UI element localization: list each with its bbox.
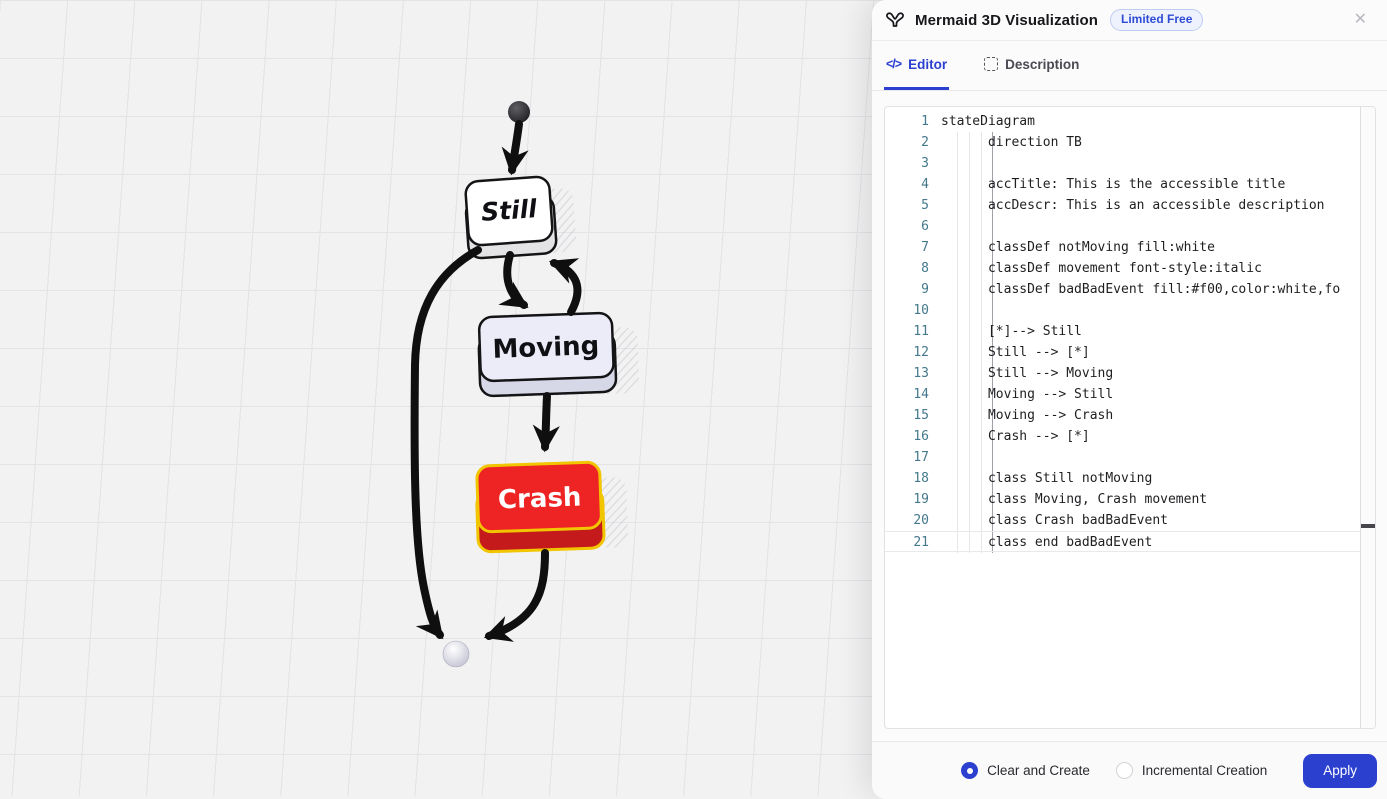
option-clear-and-create[interactable]: Clear and Create [961, 762, 1090, 779]
line-code: Moving --> Still [941, 384, 1113, 405]
line-number: 15 [885, 405, 929, 426]
still-label: Still [480, 194, 538, 227]
line-number: 1 [885, 111, 929, 132]
code-line[interactable]: 2 direction TB [885, 132, 1361, 153]
edge-crash-to-end [489, 553, 545, 636]
line-number: 13 [885, 363, 929, 384]
code-line[interactable]: 7 classDef notMoving fill:white [885, 237, 1361, 258]
line-code: classDef movement font-style:italic [941, 258, 1262, 279]
tab-editor-label: Editor [908, 57, 947, 72]
code-line[interactable]: 20 class Crash badBadEvent [885, 510, 1361, 531]
line-number: 12 [885, 342, 929, 363]
line-code: class Moving, Crash movement [941, 489, 1207, 510]
description-frame-icon [984, 57, 998, 71]
line-number: 16 [885, 426, 929, 447]
line-number: 18 [885, 468, 929, 489]
code-line[interactable]: 14 Moving --> Still [885, 384, 1361, 405]
line-code: Moving --> Crash [941, 405, 1113, 426]
editor-scrollbar-thumb[interactable] [1361, 524, 1375, 528]
panel-header: Mermaid 3D Visualization Limited Free ✕ [872, 0, 1387, 41]
page-title: Mermaid 3D Visualization [915, 12, 1098, 29]
code-line[interactable]: 21 class end badBadEvent [885, 531, 1361, 552]
apply-button[interactable]: Apply [1303, 754, 1377, 788]
edge-still-to-end [415, 250, 478, 635]
code-lines: 1 stateDiagram 2 direction TB 3 4 accTit… [885, 111, 1361, 552]
tab-editor[interactable]: </> Editor [884, 41, 949, 90]
state-node-moving[interactable]: Moving [478, 312, 640, 398]
option-incremental-creation[interactable]: Incremental Creation [1116, 762, 1267, 779]
line-number: 17 [885, 447, 929, 468]
code-line[interactable]: 1 stateDiagram [885, 111, 1361, 132]
code-editor[interactable]: 1 stateDiagram 2 direction TB 3 4 accTit… [884, 106, 1376, 729]
line-number: 11 [885, 321, 929, 342]
radio-incremental-label: Incremental Creation [1142, 763, 1267, 778]
line-code: stateDiagram [941, 111, 1035, 132]
code-line[interactable]: 13 Still --> Moving [885, 363, 1361, 384]
line-code: classDef notMoving fill:white [941, 237, 1215, 258]
line-number: 9 [885, 279, 929, 300]
line-code: class end badBadEvent [941, 532, 1152, 551]
line-code: Still --> Moving [941, 363, 1113, 384]
line-number: 20 [885, 510, 929, 531]
moving-label: Moving [492, 331, 600, 365]
mermaid-logo-icon [884, 9, 906, 31]
line-number: 6 [885, 216, 929, 237]
line-number: 3 [885, 153, 929, 174]
initial-state-node[interactable] [508, 101, 530, 123]
edge-start-to-still [512, 124, 519, 170]
line-number: 10 [885, 300, 929, 321]
radio-clear-label: Clear and Create [987, 763, 1090, 778]
code-line[interactable]: 19 class Moving, Crash movement [885, 489, 1361, 510]
code-line[interactable]: 4 accTitle: This is the accessible title [885, 174, 1361, 195]
line-number: 2 [885, 132, 929, 153]
line-code: classDef badBadEvent fill:#f00,color:whi… [941, 279, 1340, 300]
line-code: accTitle: This is the accessible title [941, 174, 1285, 195]
code-line[interactable]: 17 [885, 447, 1361, 468]
line-code: [*]--> Still [941, 321, 1082, 342]
editor-scrollbar-track[interactable] [1360, 107, 1375, 728]
line-number: 14 [885, 384, 929, 405]
state-node-crash[interactable]: Crash [476, 461, 629, 552]
code-line[interactable]: 11 [*]--> Still [885, 321, 1361, 342]
state-diagram-3d: Still Moving Crash [0, 0, 872, 796]
tab-description[interactable]: Description [982, 41, 1081, 90]
line-number: 4 [885, 174, 929, 195]
code-line[interactable]: 3 [885, 153, 1361, 174]
line-code: accDescr: This is an accessible descript… [941, 195, 1325, 216]
code-line[interactable]: 9 classDef badBadEvent fill:#f00,color:w… [885, 279, 1361, 300]
action-bar: Clear and Create Incremental Creation Ap… [872, 741, 1387, 799]
edge-moving-to-still [554, 263, 577, 312]
line-number: 7 [885, 237, 929, 258]
line-code: class Crash badBadEvent [941, 510, 1168, 531]
line-number: 5 [885, 195, 929, 216]
final-state-node[interactable] [443, 641, 469, 667]
line-number: 19 [885, 489, 929, 510]
radio-clear-and-create[interactable] [961, 762, 978, 779]
line-code: Crash --> [*] [941, 426, 1090, 447]
line-code: class Still notMoving [941, 468, 1152, 489]
line-code: direction TB [941, 132, 1082, 153]
state-node-still[interactable]: Still [464, 175, 577, 259]
code-line[interactable]: 15 Moving --> Crash [885, 405, 1361, 426]
edge-moving-to-crash [545, 396, 547, 447]
edge-still-to-moving [507, 255, 524, 305]
tab-bar: </> Editor Description [872, 41, 1387, 91]
code-line[interactable]: 6 [885, 216, 1361, 237]
radio-incremental-creation[interactable] [1116, 762, 1133, 779]
mermaid-panel: Mermaid 3D Visualization Limited Free ✕ … [872, 0, 1387, 796]
code-line[interactable]: 18 class Still notMoving [885, 468, 1361, 489]
code-line[interactable]: 10 [885, 300, 1361, 321]
plan-badge: Limited Free [1110, 9, 1203, 31]
code-line[interactable]: 12 Still --> [*] [885, 342, 1361, 363]
code-line[interactable]: 5 accDescr: This is an accessible descri… [885, 195, 1361, 216]
tab-description-label: Description [1005, 57, 1079, 72]
line-number: 21 [885, 532, 929, 551]
close-icon[interactable]: ✕ [1354, 12, 1367, 28]
line-code: Still --> [*] [941, 342, 1090, 363]
code-icon: </> [886, 57, 901, 71]
code-line[interactable]: 16 Crash --> [*] [885, 426, 1361, 447]
line-number: 8 [885, 258, 929, 279]
code-line[interactable]: 8 classDef movement font-style:italic [885, 258, 1361, 279]
crash-label: Crash [497, 483, 581, 516]
